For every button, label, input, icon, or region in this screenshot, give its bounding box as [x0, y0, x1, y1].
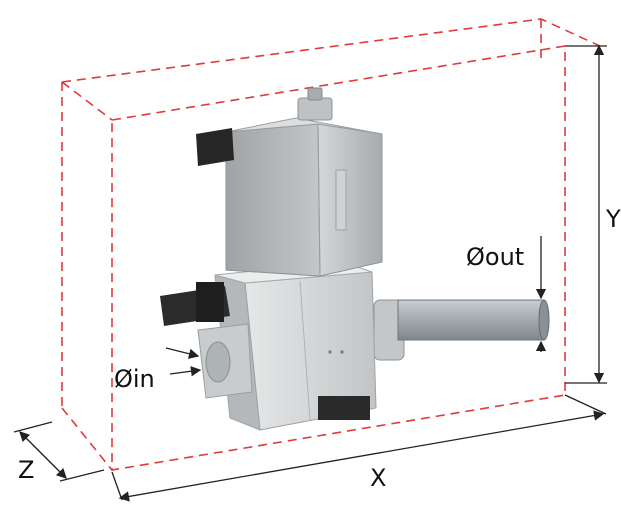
bounding-box-front	[111, 45, 566, 471]
x-tick-right	[564, 394, 607, 415]
screw-1	[328, 350, 332, 354]
top-cap-knob	[307, 87, 323, 101]
actuator-left	[225, 123, 321, 277]
connector-cap	[196, 282, 224, 322]
pipe-end	[538, 299, 550, 341]
actuator-logo	[335, 169, 347, 231]
x-label: X	[370, 464, 386, 492]
z-dimension-line	[19, 431, 67, 479]
inlet-flange	[197, 323, 253, 399]
pipe-tube	[397, 299, 545, 341]
x-tick-left	[111, 471, 123, 501]
x-dimension-line	[118, 410, 605, 502]
bounding-box-back	[61, 18, 601, 83]
z-tick-top	[13, 421, 53, 433]
actuator	[196, 87, 383, 277]
z-tick-bottom	[59, 469, 105, 482]
top-cap	[297, 97, 333, 121]
outlet-pipe	[373, 299, 550, 361]
electrical-connector	[160, 282, 230, 326]
dimension-lines	[13, 44, 607, 502]
top-connector	[196, 128, 234, 166]
z-label: Z	[18, 456, 34, 484]
bounding-box-left-top-depth	[61, 81, 113, 121]
inlet-port	[205, 341, 231, 383]
valve-seam	[299, 280, 311, 421]
actuator-seam	[317, 123, 321, 277]
bounding-box-left-bottom-depth	[61, 407, 113, 471]
diameter-out-label: Øout	[466, 243, 524, 271]
in-arrow-bottom	[169, 366, 202, 377]
diameter-in-label: Øin	[114, 365, 155, 393]
terminal-block	[318, 396, 370, 420]
screw-2	[340, 350, 344, 354]
bounding-box	[61, 18, 601, 471]
y-label: Y	[605, 205, 621, 233]
in-arrow-top	[165, 347, 200, 359]
actuator-top	[225, 117, 383, 135]
